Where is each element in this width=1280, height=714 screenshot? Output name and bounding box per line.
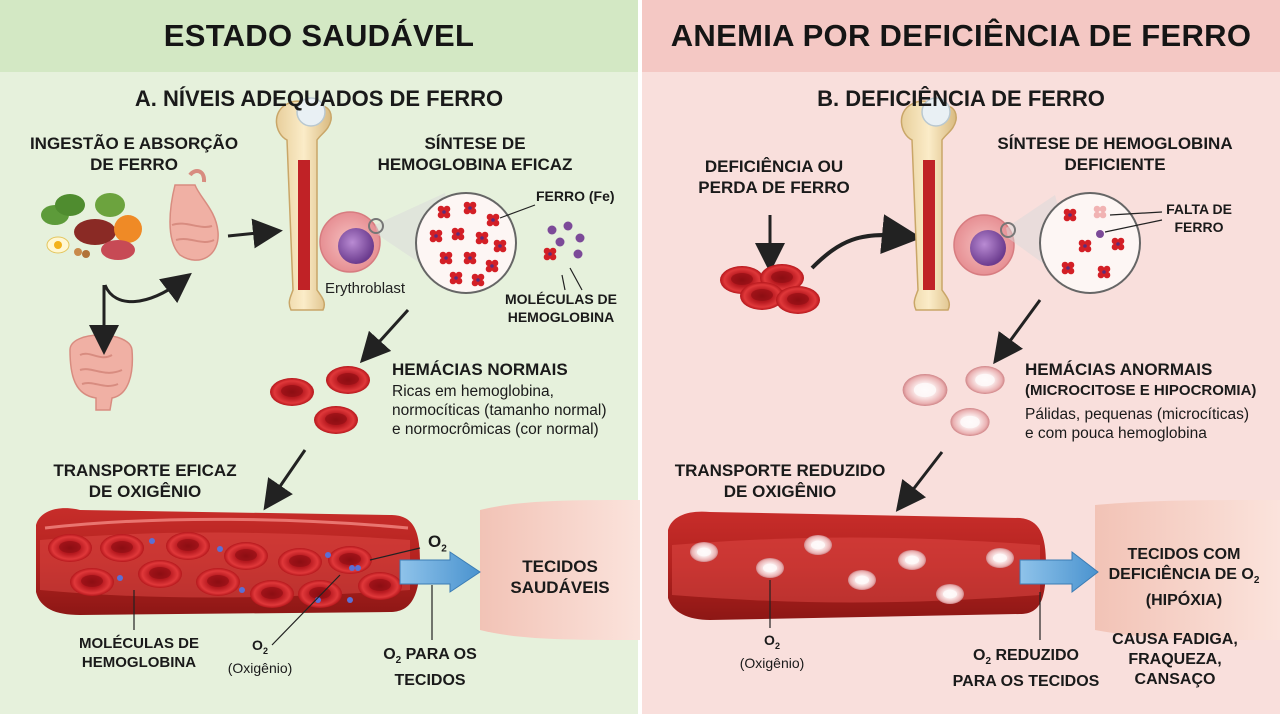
anemia-subtitle: B. DEFICIÊNCIA DE FERRO <box>817 86 1105 111</box>
abnormal-rbc-title: HEMÁCIAS ANORMAIS <box>1025 360 1213 379</box>
lost-rbc-group <box>720 264 820 314</box>
o2-reduced-arrow <box>1019 550 1099 594</box>
o2-reduced-label: O2 REDUZIDO PARA OS TECIDOS <box>952 647 1100 691</box>
o2-oxygen-anemia-label: O2 (Oxigênio) <box>739 632 805 671</box>
abnormal-rbc-subtitle: (MICROCITOSE E HIPOCROMIA) <box>1025 382 1257 399</box>
o2-oxygen-label: O2 (Oxigênio) <box>227 637 293 676</box>
symptoms-label: CAUSA FADIGA,FRAQUEZA,CANSAÇO <box>1112 631 1238 688</box>
blood-vessel-anemia <box>668 500 1280 640</box>
normal-rbc-title: HEMÁCIAS NORMAIS <box>392 360 568 379</box>
food-icon <box>41 193 142 260</box>
o2-flow-arrow <box>399 551 481 593</box>
blood-vessel-healthy <box>36 500 640 640</box>
normal-rbc-desc: Ricas em hemoglobina,normocíticas (taman… <box>392 383 607 438</box>
normal-rbc-group <box>270 366 370 434</box>
deficient-hemoglobin-cluster <box>1061 205 1125 279</box>
erythroblast-anemia-icon <box>953 214 1015 276</box>
iron-dots <box>543 221 585 261</box>
healthy-header: ESTADO SAUDÁVEL <box>0 0 638 72</box>
abnormal-rbc-group <box>902 366 1005 436</box>
healthy-subtitle: A. NÍVEIS ADEQUADOS DE FERRO <box>134 86 504 111</box>
abnormal-rbc-desc: Pálidas, pequenas (microcíticas)e com po… <box>1025 406 1249 442</box>
intestine-icon <box>69 334 134 411</box>
bone-marrow-icon <box>275 97 332 311</box>
deficient-tissues-label: TECIDOS COM DEFICIÊNCIA DE O2 (HIPÓXIA) <box>1108 546 1260 610</box>
iron-label: FERRO (Fe) <box>536 188 615 204</box>
o2-label: O2 <box>428 532 447 555</box>
bone-marrow-anemia-icon <box>900 97 957 311</box>
digestive-system-icon <box>169 169 219 261</box>
anemia-header: ANEMIA POR DEFICIÊNCIA DE FERRO <box>642 0 1280 72</box>
erythroblast-label: Erythroblast <box>325 280 406 297</box>
erythroblast-icon <box>319 211 381 273</box>
o2-to-tissues-label: O2 PARA OS TECIDOS <box>383 646 477 690</box>
